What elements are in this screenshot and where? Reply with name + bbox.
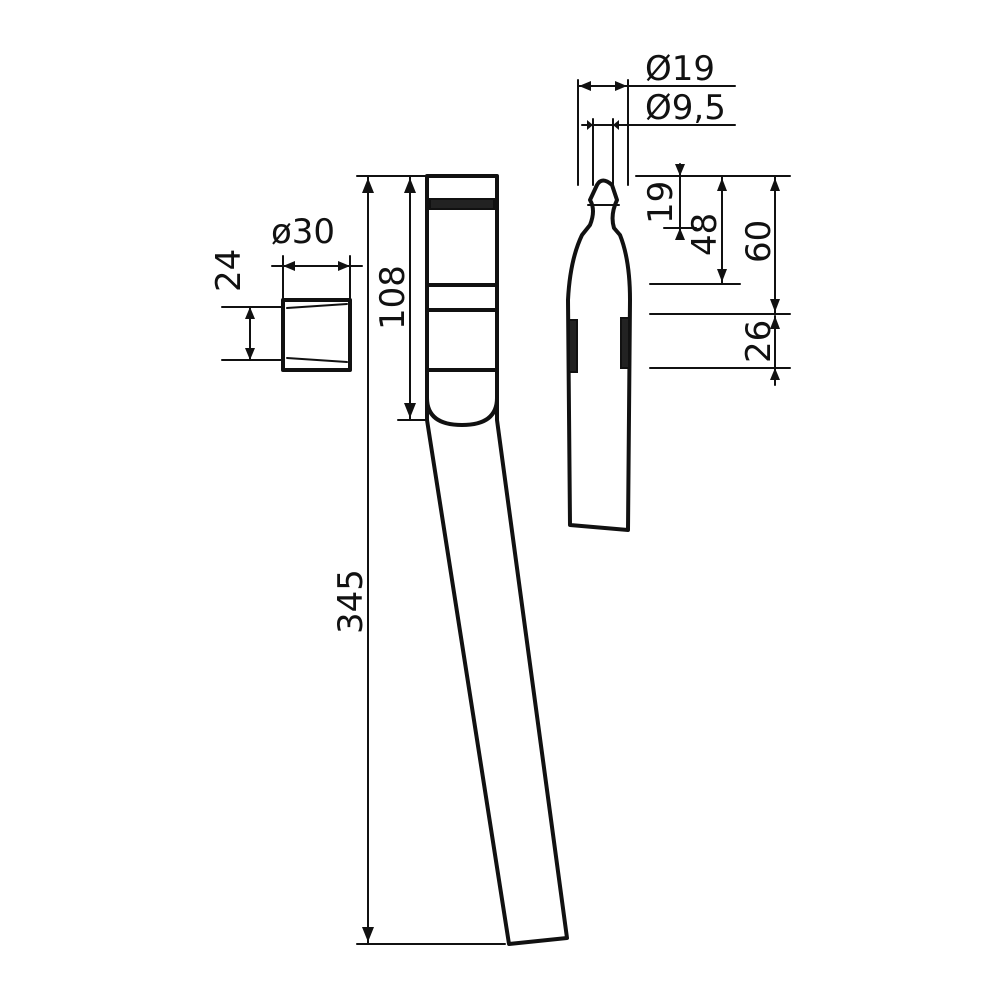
total-length-label: 345 <box>331 569 371 634</box>
side-view-part <box>566 178 632 532</box>
side-vertical-dimensions <box>635 163 791 386</box>
cap-part <box>221 255 363 372</box>
slot-length-label: 26 <box>739 320 779 363</box>
inner-diameter-label: Ø9,5 <box>645 88 726 128</box>
slot-offset-label: 48 <box>685 213 725 256</box>
tip-diameter-dimensions <box>577 79 736 186</box>
outer-diameter-label: Ø19 <box>645 49 715 89</box>
grip-length-label: 108 <box>373 265 413 330</box>
cap-height-label: 24 <box>209 249 249 292</box>
tip-length-label: 19 <box>641 181 681 224</box>
total-length-dimension <box>356 175 506 945</box>
grip-length-dimension <box>397 175 429 421</box>
cap-diameter-label: ø30 <box>271 212 335 252</box>
side-length-label: 60 <box>739 220 779 263</box>
handle-part <box>425 174 569 946</box>
